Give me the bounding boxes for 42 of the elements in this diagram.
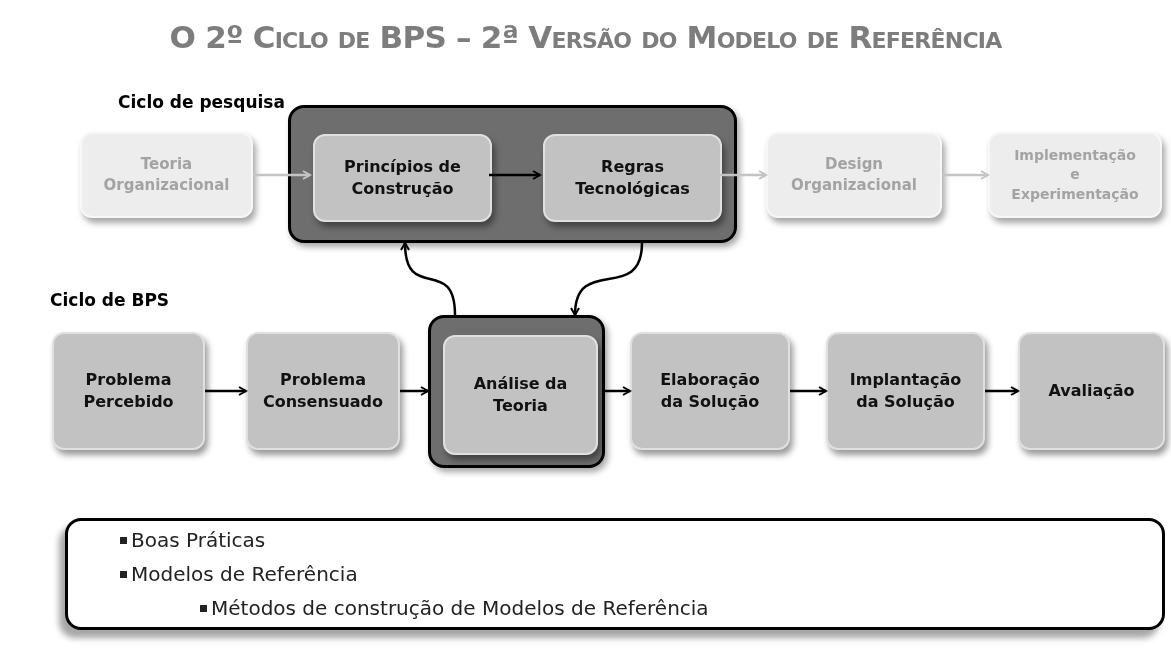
- bullet-text: Modelos de Referência: [131, 561, 358, 587]
- bullet-text: Boas Práticas: [131, 527, 266, 553]
- node-label: Avaliação: [1048, 380, 1135, 402]
- process-box: [826, 332, 985, 450]
- process-box: [1018, 332, 1165, 450]
- section-heading: Ciclo de BPS: [50, 289, 170, 312]
- arrow: [400, 386, 429, 396]
- node-label: Implantação da Solução: [848, 369, 963, 413]
- group-frame: [428, 315, 605, 468]
- process-box: [766, 132, 942, 218]
- process-box: [630, 332, 790, 450]
- process-box: [543, 134, 722, 222]
- arrow: [253, 170, 311, 180]
- node-label: Elaboração da Solução: [659, 369, 761, 413]
- node-label: Design Organizacional: [790, 154, 918, 196]
- arrow: [942, 170, 989, 180]
- node-label: Análise da Teoria: [472, 373, 569, 417]
- arrow: [985, 386, 1019, 396]
- arrow: [605, 386, 631, 396]
- node-label: Implementação e Experimentação: [1010, 146, 1140, 204]
- arrow: [205, 386, 247, 396]
- section-heading: Ciclo de pesquisa: [118, 91, 285, 114]
- bullet-text: Métodos de construção de Modelos de Referência: [211, 595, 709, 621]
- process-box: [313, 134, 492, 222]
- process-box: [988, 132, 1162, 218]
- node-label: Princípios de Construção: [343, 156, 462, 200]
- arrow: [719, 170, 767, 180]
- process-box: [246, 332, 400, 450]
- node-label: Teoria Organizacional: [102, 154, 231, 196]
- process-box: [52, 332, 205, 450]
- arrow: [570, 242, 644, 316]
- node-label: Regras Tecnológicas: [574, 156, 691, 200]
- process-box: [443, 335, 598, 455]
- arrow: [489, 170, 541, 180]
- arrow: [790, 386, 827, 396]
- arrow: [400, 242, 457, 316]
- node-label: Problema Consensuado: [261, 369, 384, 413]
- title: O 2º Ciclo de BPS – 2ª Versão do Modelo de Referência: [168, 18, 1003, 57]
- node-label: Problema Percebido: [82, 369, 175, 413]
- process-box: [80, 132, 253, 218]
- group-frame: [288, 105, 737, 243]
- notes-panel: [65, 518, 1165, 630]
